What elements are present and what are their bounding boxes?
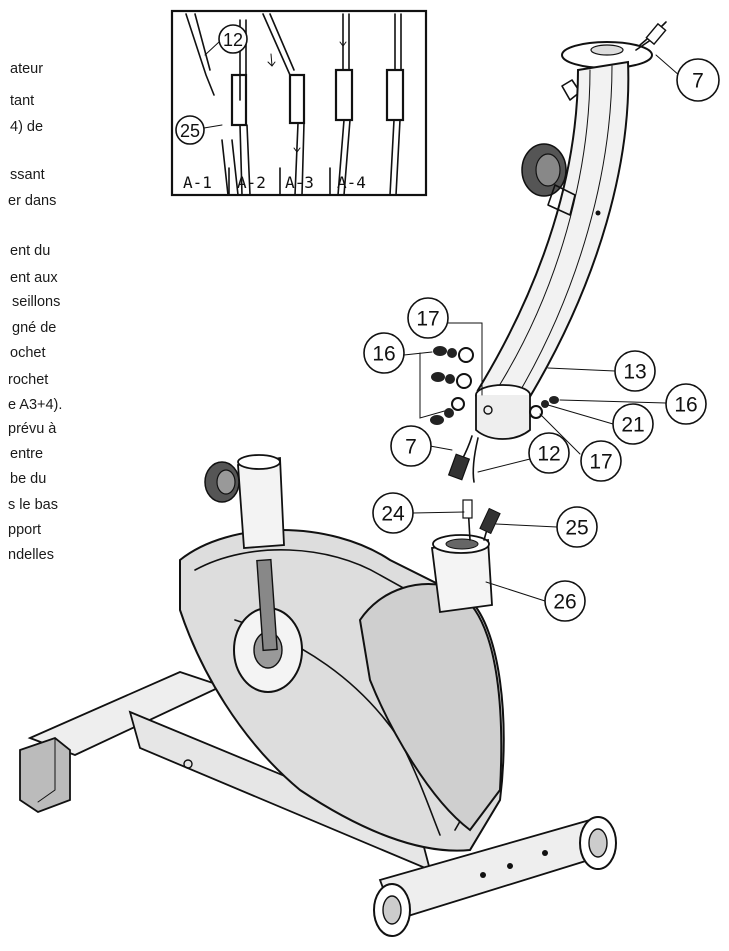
callout-17-upper: 17: [407, 297, 461, 339]
inset-callout-12: 12: [223, 30, 243, 50]
instruction-line: prévu à: [8, 421, 57, 437]
svg-text:21: 21: [621, 414, 644, 437]
svg-text:7: 7: [405, 436, 417, 459]
svg-text:25: 25: [565, 517, 588, 540]
svg-text:7: 7: [692, 70, 704, 93]
svg-text:16: 16: [674, 394, 697, 417]
resistance-knob: [521, 143, 576, 216]
callout-7-left: 7: [390, 425, 453, 467]
handlebar-post: [475, 21, 667, 440]
inset-label-a4: A-4: [337, 173, 366, 192]
callout-16-left: 16: [363, 332, 433, 374]
instruction-line: tant: [10, 93, 35, 109]
instruction-line: entre: [10, 446, 44, 462]
instruction-line: ssant: [10, 167, 45, 183]
instruction-line: 4) de: [10, 119, 44, 135]
callout-12: 12: [477, 432, 570, 474]
instruction-line: ent du: [10, 243, 51, 259]
cable-connection-inset: A-1 A-2 A-3 A-4 12 25: [170, 9, 428, 197]
instruction-line: e A3+4).: [8, 397, 63, 413]
instruction-line: be du: [10, 471, 47, 487]
callout-13: 13: [547, 350, 656, 392]
instructions-text-column: ateur tant 4) de ssant er dans ent du en…: [0, 0, 160, 600]
instruction-line: s le bas: [8, 497, 58, 513]
inset-label-a1: A-1: [183, 173, 212, 192]
instruction-line: rochet: [8, 372, 49, 388]
callout-7-top: 7: [655, 54, 720, 102]
svg-text:24: 24: [381, 503, 405, 526]
svg-text:12: 12: [537, 443, 560, 466]
svg-text:13: 13: [623, 361, 646, 384]
callout-17-lower: 17: [539, 413, 622, 482]
instruction-line: ndelles: [8, 547, 54, 563]
instruction-line: ochet: [10, 345, 46, 361]
svg-text:17: 17: [416, 308, 439, 331]
inset-callout-25: 25: [180, 121, 200, 141]
svg-text:17: 17: [589, 451, 612, 474]
callout-25: 25: [495, 506, 598, 548]
instruction-line: ateur: [10, 61, 44, 77]
bolts-washers-right: [529, 396, 559, 419]
bolts-washers-left: [419, 322, 483, 425]
bike-frame: [19, 454, 617, 937]
inset-label-a2: A-2: [237, 173, 266, 192]
instruction-line: seillons: [12, 294, 61, 310]
instruction-line: ent aux: [10, 270, 58, 286]
callout-21: 21: [547, 403, 654, 445]
svg-text:16: 16: [372, 343, 395, 366]
instruction-line: pport: [8, 522, 42, 538]
sensor-cables-post: [447, 435, 479, 483]
instruction-line: er dans: [8, 193, 57, 209]
callout-24: 24: [372, 492, 465, 534]
callout-26: 26: [485, 580, 586, 622]
svg-text:26: 26: [553, 591, 576, 614]
inset-label-a3: A-3: [285, 173, 314, 192]
instruction-line: gné de: [12, 320, 57, 336]
callout-16-right: 16: [559, 383, 707, 425]
